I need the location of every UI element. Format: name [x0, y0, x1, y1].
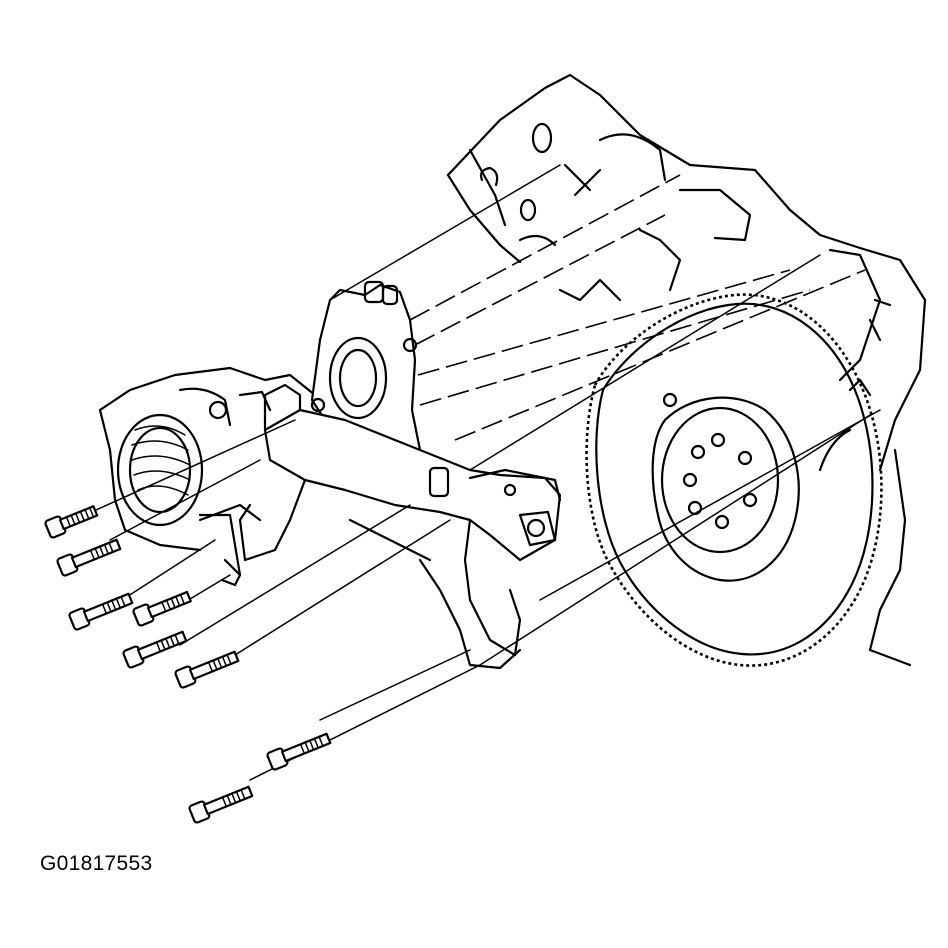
bolt-1 — [44, 505, 99, 539]
bolt-2 — [56, 538, 122, 577]
bolt-7 — [266, 732, 332, 771]
bolt-4 — [132, 590, 192, 627]
bolt-5 — [122, 630, 188, 669]
flywheel — [585, 293, 883, 667]
alignment-lines — [84, 164, 881, 781]
bolt-8 — [188, 785, 254, 824]
figure-code-label: G01817553 — [40, 852, 153, 875]
transmission-housing — [98, 366, 317, 552]
crossmember — [198, 383, 562, 670]
engine-block — [446, 73, 927, 667]
bolt-3 — [68, 592, 134, 631]
bolt-6 — [174, 650, 240, 689]
